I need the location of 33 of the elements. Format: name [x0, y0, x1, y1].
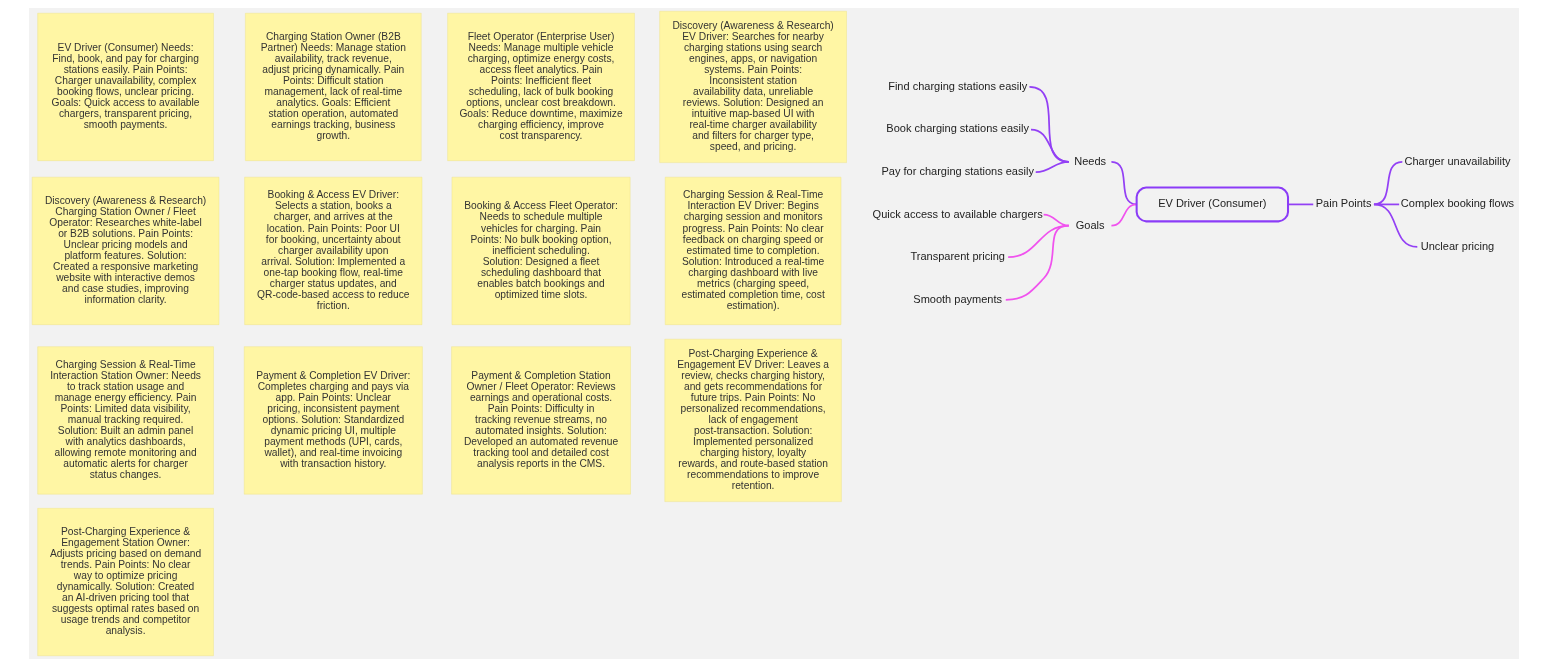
node-text: Charger unavailability: [1404, 154, 1511, 167]
node-box: EV Driver (Consumer) Needs: Find, book, and pay for charging stations easily. Pain Points: Charger unavailability, complex booking flows, unclear pricing. Goals: Quick access to available chargers, transparent pricing, smooth payments.: [37, 13, 214, 161]
node-text: Book charging stations easily: [886, 122, 1030, 135]
connector: [1373, 160, 1404, 206]
connector: [1004, 224, 1070, 301]
node-box: Booking & Access Fleet Operator: Needs to schedule multiple vehicles for charging. Pain Points: No bulk booking option, inefficient scheduling. Solution: Designed a fleet scheduling dashboard that enables batch bookings and optimized time slots.: [451, 176, 631, 325]
node-text: Needs: [1074, 154, 1107, 167]
node-text: Smooth payments: [913, 292, 1003, 305]
node-text: Unclear pricing: [1420, 239, 1495, 252]
node-box: Payment & Completion Station Owner / Fleet Operator: Reviews earnings and operational costs. Pain Points: Difficulty in tracking revenue streams, no automated insights. Solution: Developed an automated revenue tracking tool and detailed cost analysis reports in the CMS.: [451, 346, 631, 495]
node-box: Charging Station Owner (B2B Partner) Needs: Manage station availability, track revenue, adjust pricing dynamically. Pain Points: Difficult station management, lack of real-time analytics. Goals: Efficient station operation, automated earnings tracking, business growth.: [245, 13, 422, 161]
connector: [1373, 203, 1419, 248]
node-text: Goals: [1075, 218, 1105, 231]
node-box: EV Driver (Consumer): [1135, 186, 1290, 223]
connector: [1110, 203, 1138, 227]
node-text: Pain Points: [1315, 197, 1372, 210]
connector: [1034, 160, 1070, 173]
node-box: Charging Session & Real-Time Interaction EV Driver: Begins charging session and monitors progress. Pain Points: No clear feedback on charging speed or estimated time to completion. Solution: Introduced a real-time charging dashboard with live metrics (charging speed, estimated completion time, cost estimation).: [664, 176, 842, 325]
node-box: Post-Charging Experience & Engagement Station Owner: Adjusts pricing based on demand trends. Pain Points: No clear way to optimize pricing dynamically. Solution: Created an AI-driven pricing tool that suggests optimal rates based on usage trends and competitor analysis.: [37, 508, 214, 656]
node-text: Complex booking flows: [1400, 197, 1515, 210]
connector: [1287, 203, 1315, 206]
node-text: Pay for charging stations easily: [881, 165, 1034, 177]
node-text: Quick access to available chargers: [872, 207, 1043, 220]
node-box: Booking & Access EV Driver: Selects a station, books a charger, and arrives at the location. Pain Points: Poor UI for booking, uncertainty about charger availability upon arrival. Solution: Implemented a one-tap booking flow, real-time charger status updates, and QR-code-based access to reduce friction.: [244, 176, 423, 325]
node-box: Fleet Operator (Enterprise User) Needs: Manage multiple vehicle charging, optimize energy costs, access fleet analytics. Pain Points: Inefficient fleet scheduling, lack of bulk booking options, unclear cost breakdown. Goals: Reduce downtime, maximize charging efficiency, improve cost transparency.: [447, 13, 635, 161]
node-box: Charging Session & Real-Time Interaction Station Owner: Needs to track station usage and manage energy efficiency. Pain Points: Limited data visibility, manual tracking required. Solution: Built an admin panel with analytics dashboards, allowing remote monitoring and automatic alerts for charger status changes.: [37, 346, 214, 495]
node-box: Payment & Completion EV Driver: Completes charging and pays via app. Pain Points: Unclear pricing, inconsistent payment options. Solution: Standardized dynamic pricing UI, multiple payment methods (UPI, cards, wallet), and real-time invoicing with transaction history.: [244, 346, 423, 495]
node-box: Discovery (Awareness & Research) EV Driver: Searches for nearby charging stations using search engines, apps, or navigation systems. Pain Points: Inconsistent station availability data, unreliable reviews. Solution: Designed an intuitive map-based UI with real-time charger availability and filters for charger type, speed, and pricing.: [659, 11, 847, 163]
node-box: Post-Charging Experience & Engagement EV Driver: Leaves a review, checks charging history, and gets recommendations for future trips. Pain Points: No personalized recommendations, lack of engagement post-transaction. Solution: Implemented personalized charging history, loyalty rewards, and route-based station recommendations to improve retention.: [664, 339, 842, 502]
node-box: Discovery (Awareness & Research) Charging Station Owner / Fleet Operator: Researches white-label or B2B solutions. Pain Points: Unclear pricing models and platform features. Solution: Created a responsive marketing website with interactive demos and case studies, improving information clarity.: [31, 176, 220, 325]
connector: [1110, 160, 1138, 206]
node-text: Transparent pricing: [910, 250, 1005, 263]
node-text: Find charging stations easily: [888, 79, 1028, 92]
